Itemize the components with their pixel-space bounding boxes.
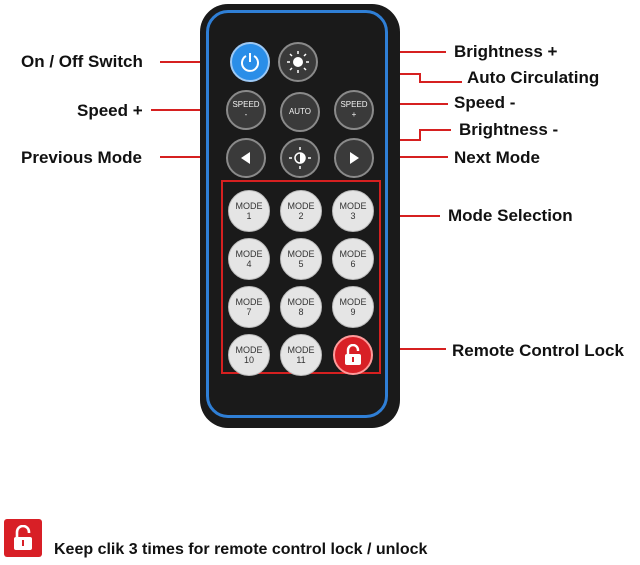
legend-text: Keep clik 3 times for remote control loc… — [54, 541, 428, 558]
auto-text: AUTO — [288, 107, 312, 116]
mode-2-number: 2 — [298, 211, 304, 221]
mode-4-number: 4 — [246, 259, 252, 269]
mode-7-label: MODE — [235, 297, 263, 307]
mode-5-label: MODE — [287, 249, 315, 259]
brightness-up-icon — [287, 51, 309, 73]
speed-plus-text: SPEED — [340, 100, 368, 109]
label-mode-selection: Mode Selection — [448, 206, 573, 225]
mode-6-label: MODE — [339, 249, 367, 259]
label-on-off-switch: On / Off Switch — [21, 52, 143, 71]
label-previous-mode: Previous Mode — [21, 148, 142, 167]
mode-3-number: 3 — [350, 211, 356, 221]
speed-plus-button[interactable]: SPEED + — [334, 90, 374, 130]
mode-7-number: 7 — [246, 307, 252, 317]
mode-8-label: MODE — [287, 297, 315, 307]
power-icon — [241, 53, 259, 72]
mode-11-label: MODE — [287, 345, 315, 355]
label-brightness-minus: Brightness - — [459, 120, 559, 139]
mode-3-label: MODE — [339, 201, 367, 211]
next-mode-button[interactable] — [334, 138, 374, 178]
brightness-minus-button[interactable] — [280, 138, 320, 178]
remote-lock-button[interactable] — [333, 335, 373, 375]
mode-10-number: 10 — [243, 355, 254, 365]
previous-mode-button[interactable] — [226, 138, 266, 178]
mode-6-number: 6 — [350, 259, 356, 269]
label-remote-control-lock: Remote Control Lock — [452, 341, 624, 360]
mode-4-label: MODE — [235, 249, 263, 259]
power-button[interactable] — [230, 42, 270, 82]
mode-2-label: MODE — [287, 201, 315, 211]
label-speed-minus: Speed - — [454, 93, 516, 112]
mode-1-label: MODE — [235, 201, 263, 211]
label-auto-circulating: Auto Circulating — [467, 68, 600, 87]
legend-lock-icon — [4, 519, 42, 557]
mode-9-number: 9 — [350, 307, 356, 317]
label-speed-plus: Speed + — [77, 101, 143, 120]
mode-11-number: 11 — [296, 355, 306, 365]
speed-minus-sign: - — [244, 110, 248, 119]
arrow-left-icon — [241, 152, 250, 164]
speed-minus-button[interactable]: SPEED - — [226, 90, 266, 130]
mode-8-number: 8 — [298, 307, 304, 317]
auto-button[interactable]: AUTO — [280, 92, 320, 132]
mode-1-number: 1 — [246, 211, 252, 221]
speed-minus-text: SPEED — [232, 100, 260, 109]
mode-10-label: MODE — [235, 345, 263, 355]
speed-plus-sign: + — [351, 110, 357, 119]
brightness-down-icon — [289, 147, 311, 169]
label-next-mode: Next Mode — [454, 148, 540, 167]
brightness-plus-button[interactable] — [278, 42, 318, 82]
padlock-icon — [14, 525, 32, 550]
arrow-right-icon — [350, 152, 359, 164]
mode-5-number: 5 — [298, 259, 304, 269]
label-brightness-plus: Brightness + — [454, 42, 558, 61]
remote-rim — [206, 10, 388, 418]
padlock-icon — [345, 344, 361, 365]
mode-9-label: MODE — [339, 297, 367, 307]
